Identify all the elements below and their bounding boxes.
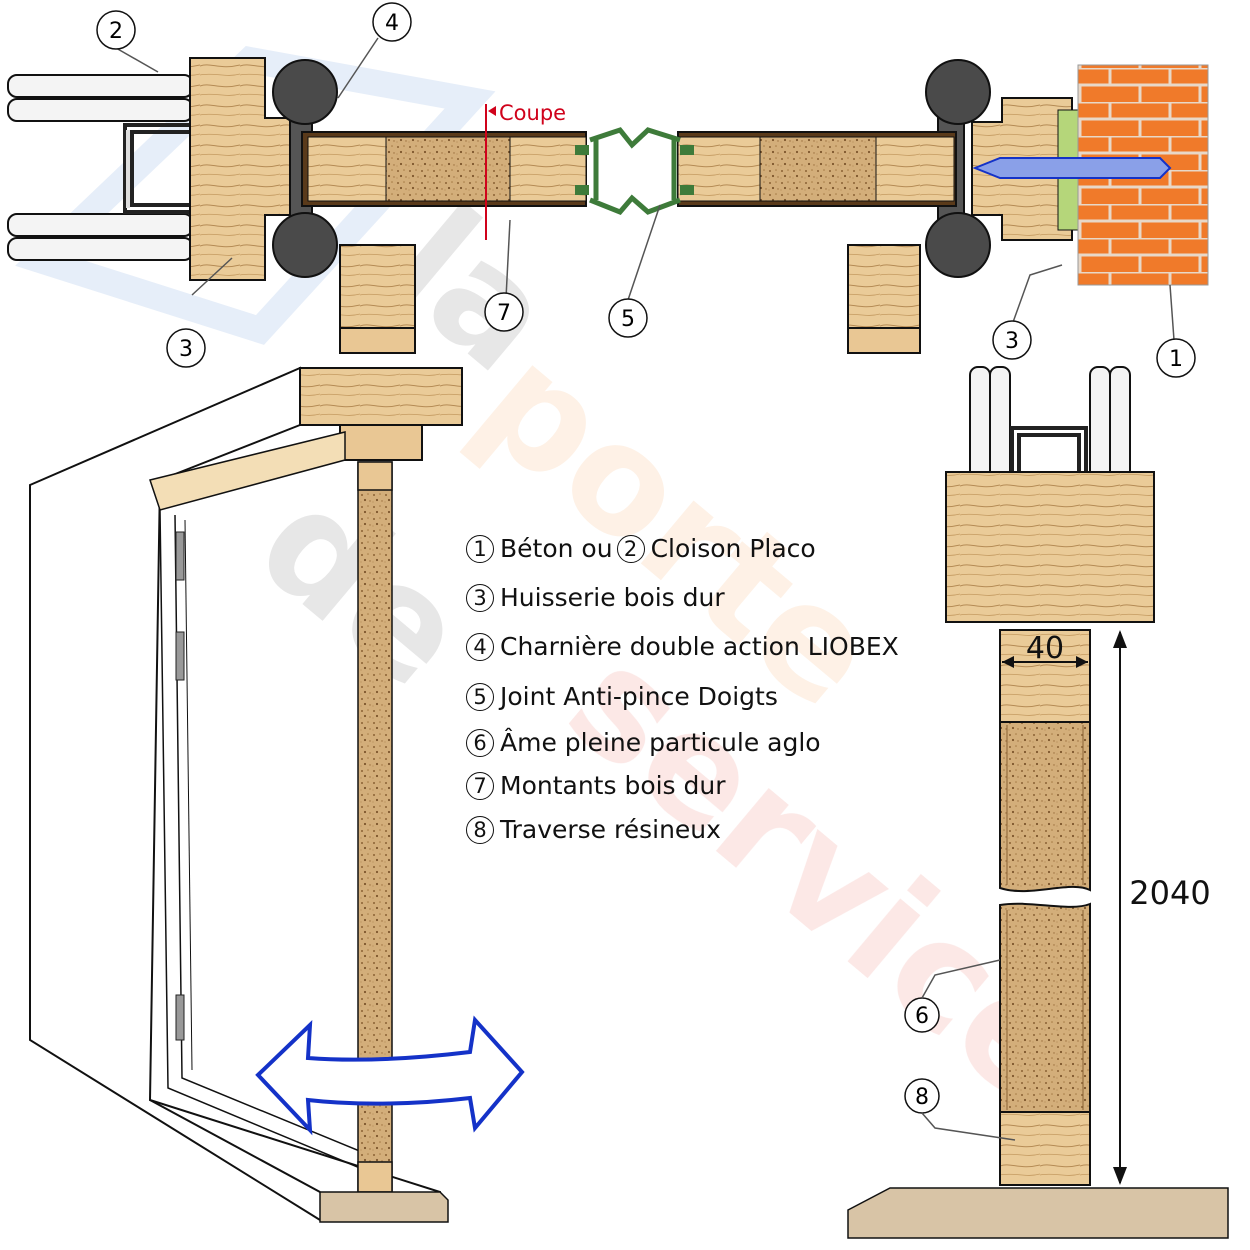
legend-row-3: 3 Huisserie bois dur — [466, 582, 725, 614]
door-top-rail — [999, 629, 1091, 723]
callout-3-right: 3 — [992, 320, 1032, 360]
svg-text:4: 4 — [385, 11, 399, 36]
legend-num: 7 — [466, 772, 494, 800]
legend-row-7: 7 Montants bois dur — [466, 770, 726, 802]
metal-rail-top — [1010, 426, 1088, 487]
legend-row-8: 8 Traverse résineux — [466, 814, 721, 846]
svg-text:8: 8 — [915, 1085, 929, 1110]
legend-text: Huisserie bois dur — [500, 583, 725, 612]
legend-text: Âme pleine particule aglo — [500, 728, 821, 757]
legend-row-1: 1 Béton ou 2 Cloison Placo — [466, 533, 816, 565]
callout-7: 7 — [484, 292, 524, 332]
callout-1: 1 — [1156, 338, 1196, 378]
plan-section: Coupe — [7, 37, 1209, 354]
legend-num: 4 — [466, 633, 494, 661]
legend-num: 8 — [466, 816, 494, 844]
svg-text:2: 2 — [109, 19, 123, 44]
callout-4: 4 — [372, 2, 412, 42]
anti-pinch-seal — [589, 127, 681, 215]
perspective-door — [29, 366, 525, 1223]
legend-text: Traverse résineux — [500, 815, 721, 844]
svg-text:5: 5 — [621, 307, 635, 332]
legend-text: Charnière double action LIOBEX — [500, 632, 899, 661]
head-frame — [945, 471, 1155, 623]
svg-text:3: 3 — [179, 337, 193, 362]
legend-text: Joint Anti-pince Doigts — [500, 682, 778, 711]
head-beam — [299, 367, 463, 426]
callout-5: 5 — [608, 298, 648, 338]
section-label: Coupe — [499, 101, 566, 125]
svg-text:3: 3 — [1005, 329, 1019, 354]
legend-num: 5 — [466, 683, 494, 711]
dimension-height: 2040 — [1129, 874, 1210, 912]
svg-text:1: 1 — [1169, 347, 1183, 372]
door-bottom-rail — [999, 1111, 1091, 1186]
svg-text:7: 7 — [497, 301, 511, 326]
callout-6: 6 — [904, 997, 940, 1033]
screw — [972, 157, 1172, 179]
head-block-right — [847, 244, 921, 354]
callout-8: 8 — [904, 1078, 940, 1114]
legend-row-5: 5 Joint Anti-pince Doigts — [466, 681, 778, 713]
legend-row-4: 4 Charnière double action LIOBEX — [466, 631, 899, 663]
legend-text: Béton ou — [500, 534, 613, 563]
svg-text:6: 6 — [915, 1004, 929, 1029]
legend-num: 6 — [466, 729, 494, 757]
head-block-left — [339, 244, 416, 354]
legend-text: Cloison Placo — [650, 534, 816, 563]
metal-rail-left — [123, 123, 190, 214]
callout-2: 2 — [96, 10, 136, 50]
callouts: 2 4 3 7 5 3 1 6 8 — [96, 2, 1196, 1114]
legend-num: 2 — [616, 535, 645, 563]
legend-text: Montants bois dur — [500, 771, 726, 800]
dimension-width: 40 — [1026, 631, 1064, 666]
placo-boards-left — [7, 74, 194, 261]
legend-row-6: 6 Âme pleine particule aglo — [466, 727, 821, 759]
vertical-section: 40 2040 — [847, 366, 1229, 1239]
hinge-right — [925, 59, 991, 278]
legend-num: 1 — [466, 535, 494, 563]
swing-arrow — [255, 1015, 525, 1136]
placo-boards-top — [969, 366, 1131, 486]
callout-3-left: 3 — [166, 328, 206, 368]
legend-num: 3 — [466, 584, 494, 612]
